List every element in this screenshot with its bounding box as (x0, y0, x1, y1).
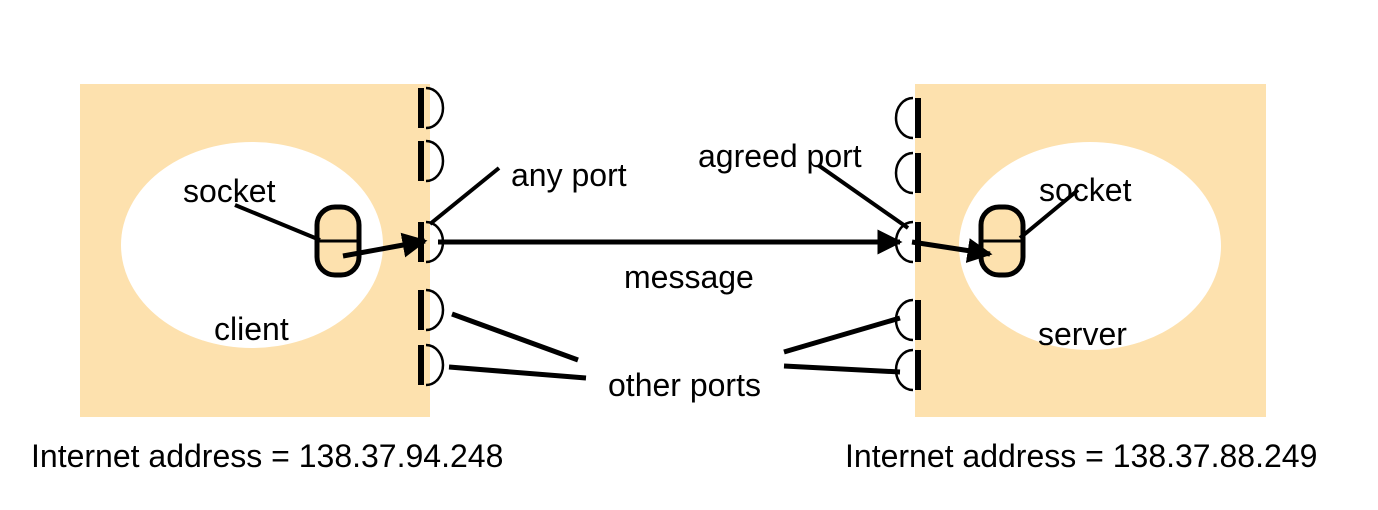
client-port (418, 288, 445, 332)
client-socket (314, 204, 362, 278)
server-oval (959, 142, 1221, 350)
agreed-port-pointer (816, 163, 910, 230)
client-port (418, 86, 445, 130)
any-port-pointer (428, 166, 501, 226)
server-socket (978, 204, 1026, 278)
client-port (418, 343, 445, 387)
server-host-label: server (1038, 316, 1127, 352)
agreed-port-label: agreed port (698, 138, 862, 174)
other-ports-label: other ports (608, 367, 761, 403)
client-socket-pointer (234, 203, 321, 242)
client-socket-to-port-arrow (342, 232, 428, 259)
client-address: Internet address = 138.37.94.248 (31, 438, 503, 474)
server-port-to-socket-arrow (911, 238, 993, 263)
server-port (894, 96, 921, 140)
server-address: Internet address = 138.37.88.249 (845, 438, 1317, 474)
client-oval (121, 142, 383, 348)
server-port (894, 151, 921, 195)
other-ports-pointers (448, 311, 901, 381)
client-port (418, 139, 445, 183)
any-port-label: any port (511, 157, 627, 193)
client-host-label: client (214, 311, 289, 347)
server-socket-pointer (1018, 188, 1080, 240)
message-label: message (624, 259, 754, 295)
server-ports (894, 96, 921, 392)
server-socket-label: socket (1039, 172, 1132, 208)
client-socket-label: socket (183, 173, 276, 209)
